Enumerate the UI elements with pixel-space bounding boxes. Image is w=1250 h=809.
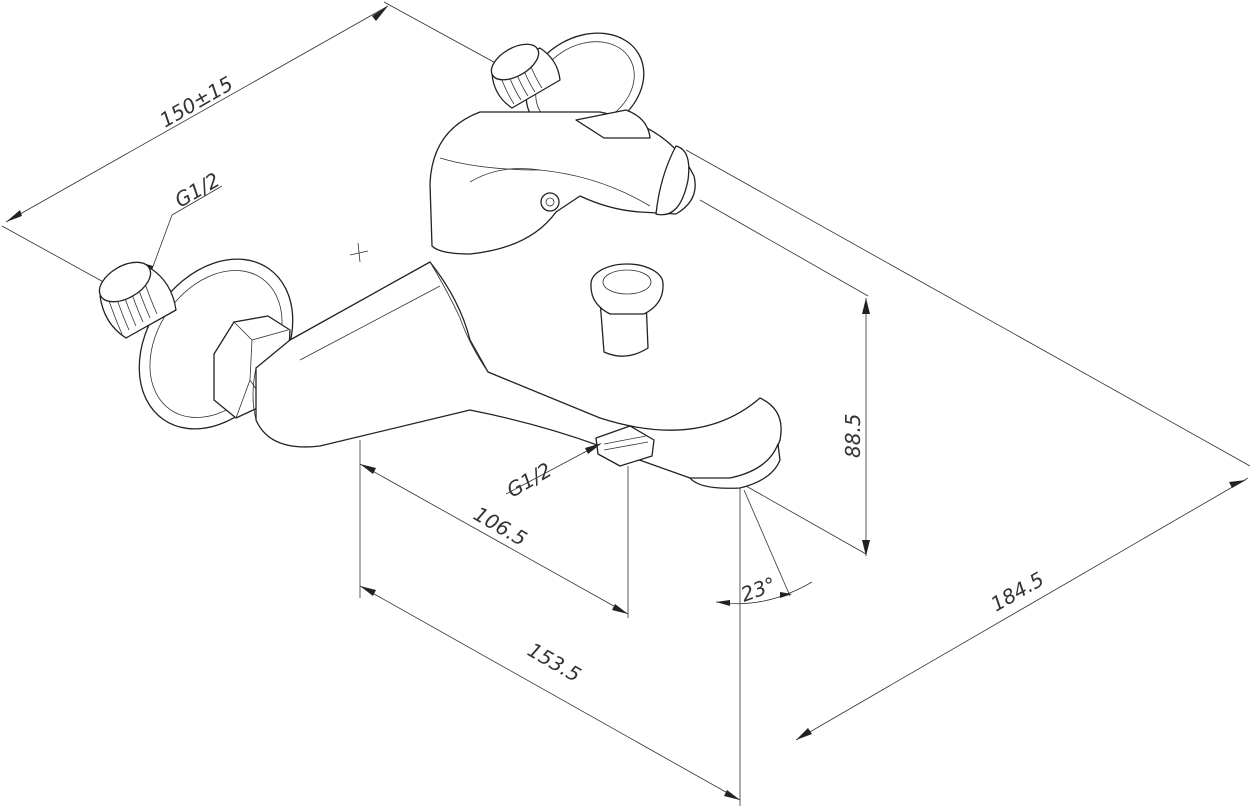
diverter-knob [590,263,664,357]
center-cross-mark [349,242,369,263]
dim-label-angle: 23° [738,572,780,607]
dim-label-inlet-thread: G1/2 [171,168,224,213]
rear-wall-fitting [490,32,645,138]
dimension-total-depth: 153.5 [359,488,741,806]
dimension-angle: 23° [715,489,813,607]
dim-label-spout-offset: 106.5 [470,502,532,551]
dim-label-total-depth: 153.5 [524,638,586,687]
dimension-height: 88.5 [699,199,870,556]
dim-label-wall-spacing: 150±15 [156,71,238,132]
lever-handle [429,109,696,255]
dim-label-outlet-thread: G1/2 [503,458,556,503]
dimension-outlet-thread: G1/2 [503,443,602,503]
mixer-body [252,261,782,489]
dim-label-height: 88.5 [841,413,865,458]
dim-label-diagonal-length: 184.5 [987,567,1049,616]
dimension-spout-offset: 106.5 [359,440,629,618]
